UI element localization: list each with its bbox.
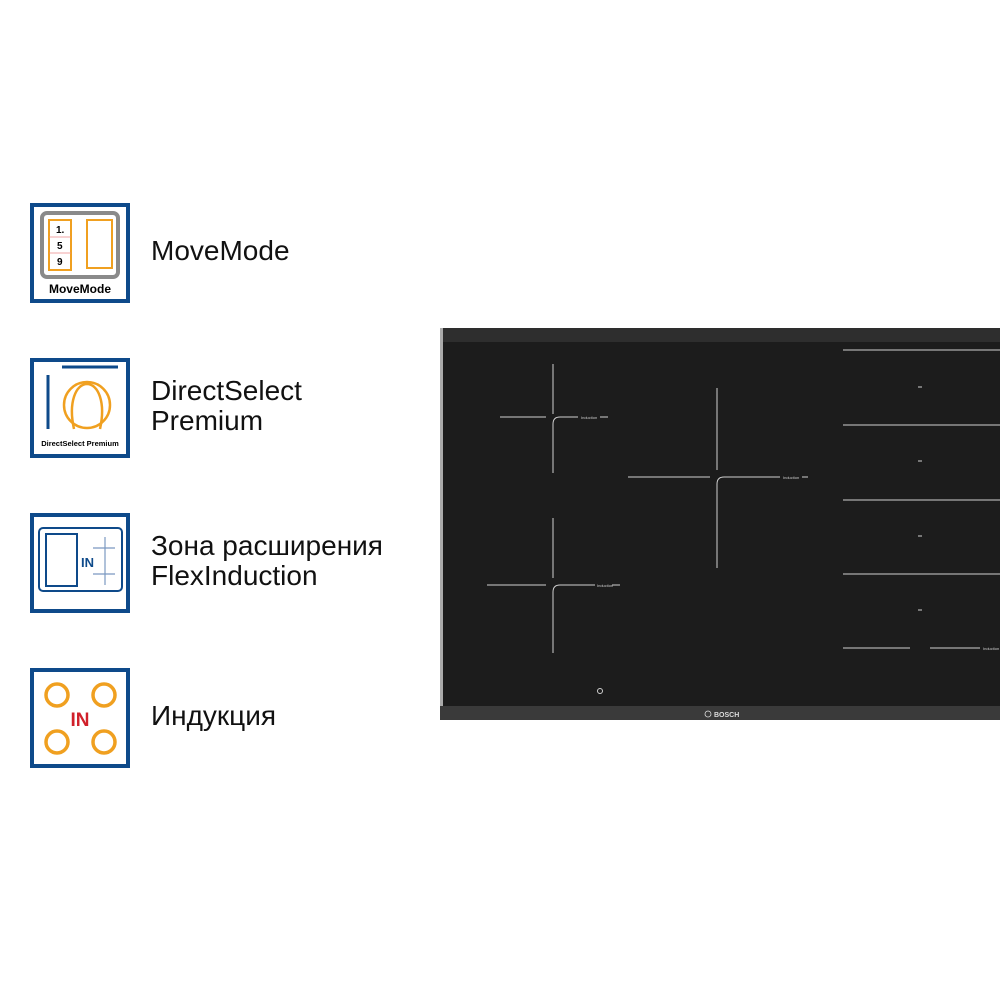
label-line: Зона расширения (151, 530, 383, 561)
zone-label: Induction (597, 583, 613, 588)
icon-caption: IN (71, 710, 90, 731)
feature-label-movemode: MoveMode (151, 235, 290, 266)
icon-caption: DirectSelect Premium (41, 439, 119, 448)
feature-label-directselect: DirectSelect Premium (151, 376, 302, 436)
label-line: FlexInduction (151, 560, 318, 591)
zone-label: Induction (783, 475, 799, 480)
movemode-digit: 5 (57, 241, 63, 252)
label-line: DirectSelect (151, 375, 302, 406)
bosch-logo-icon (704, 710, 712, 718)
induction-icon: IN (30, 668, 130, 768)
icon-caption: IN (81, 555, 94, 570)
directselect-premium-icon: DirectSelect Premium (30, 358, 130, 458)
induction-hob-image: Induction Induction Induction Induction … (440, 328, 1000, 720)
brand-logo: BOSCH (714, 712, 739, 719)
movemode-digit: 9 (57, 257, 63, 268)
label-line: Premium (151, 405, 264, 436)
feature-label-flexinduction: Зона расширения FlexInduction (151, 531, 383, 591)
icon-caption: MoveMode (49, 282, 111, 296)
zone-label: Induction (581, 415, 597, 420)
movemode-digit: 1. (56, 225, 65, 236)
flexinduction-icon: IN (30, 513, 130, 613)
movemode-icon: 1. 5 9 MoveMode (30, 203, 130, 303)
zone-label: Induction (983, 646, 999, 651)
feature-label-induction: Индукция (151, 700, 277, 731)
